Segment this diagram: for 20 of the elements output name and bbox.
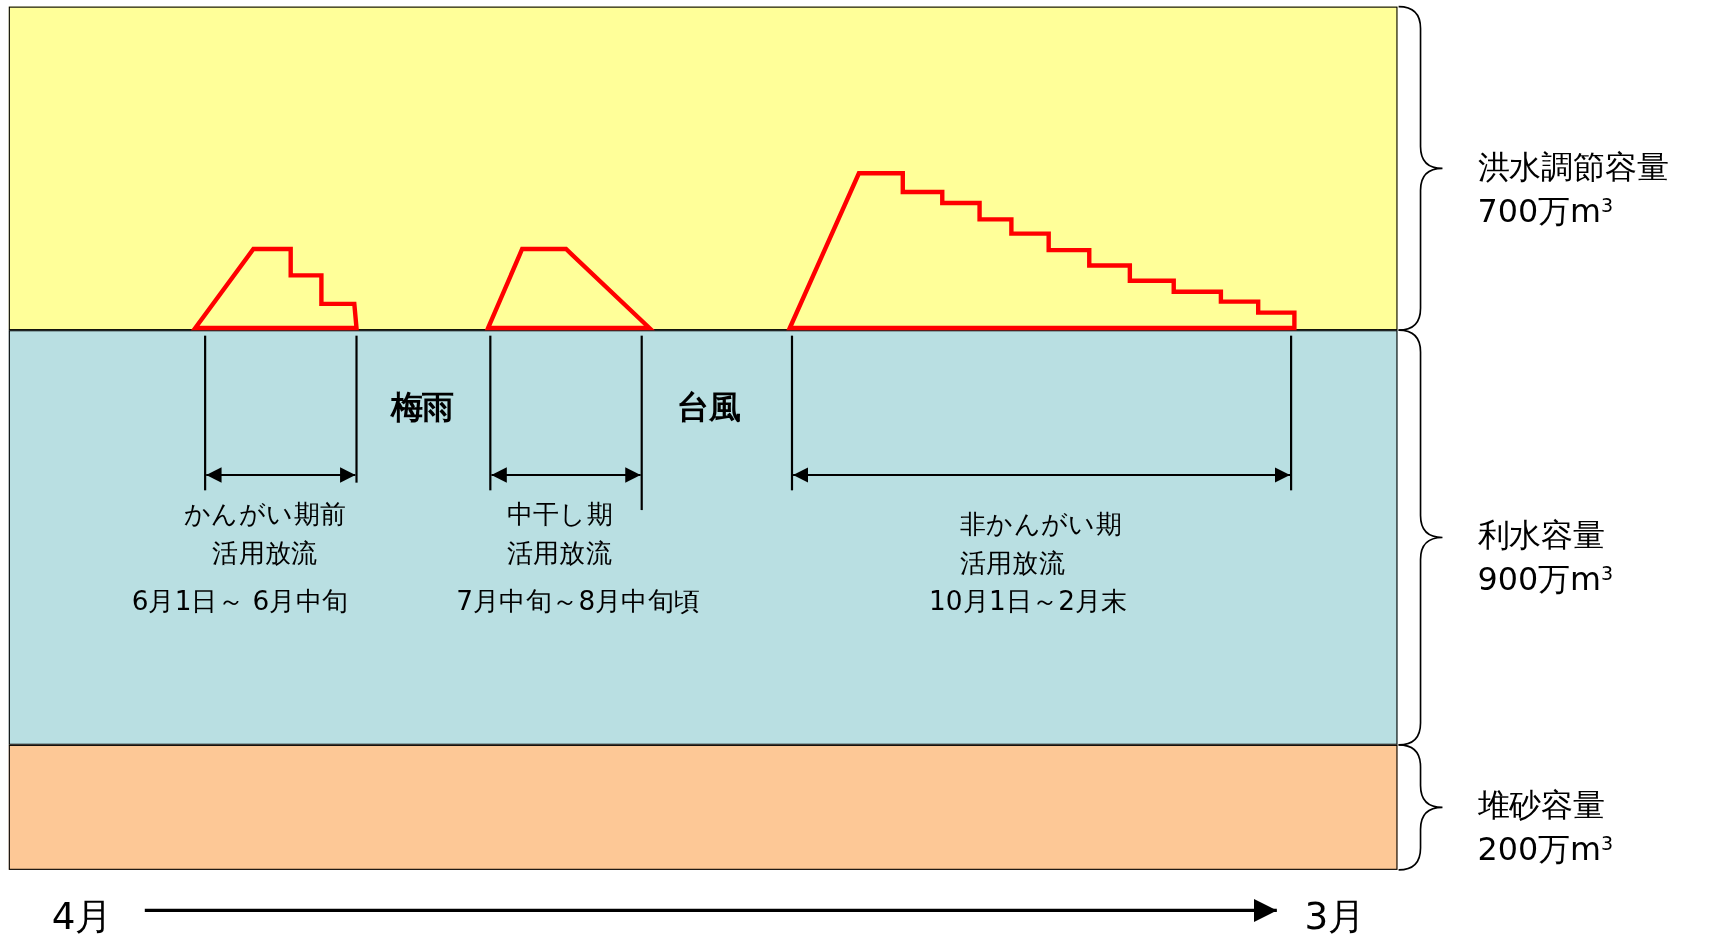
- month-label: 3月: [1294, 890, 1376, 942]
- period-label: かんがい期前活用放流: [182, 498, 348, 571]
- capacity-volume: 200万m$^{3}$: [1477, 829, 1614, 870]
- timeline-arrow: [144, 898, 1277, 922]
- storage-band: [8, 744, 1398, 870]
- capacity-name: 利水容量: [1477, 515, 1605, 556]
- capacity-volume: 700万m$^{3}$: [1477, 190, 1614, 231]
- storage-band: [8, 6, 1398, 331]
- date-range-label: 10月1日～2月末: [929, 584, 1128, 619]
- period-label: 非かんがい期活用放流: [959, 508, 1124, 581]
- month-label: 4月: [41, 890, 123, 942]
- date-range-label: 6月1日～ 6月中旬: [131, 584, 349, 619]
- capacity-name: 洪水調節容量: [1477, 146, 1669, 187]
- capacity-volume: 900万m$^{3}$: [1477, 559, 1614, 600]
- season-label: 台風: [676, 387, 741, 428]
- storage-band: [8, 330, 1398, 745]
- capacity-name: 堆砂容量: [1477, 785, 1605, 826]
- season-label: 梅雨: [390, 387, 455, 428]
- period-label: 中干し期活用放流: [506, 498, 615, 571]
- date-range-label: 7月中旬～8月中旬頃: [456, 584, 701, 619]
